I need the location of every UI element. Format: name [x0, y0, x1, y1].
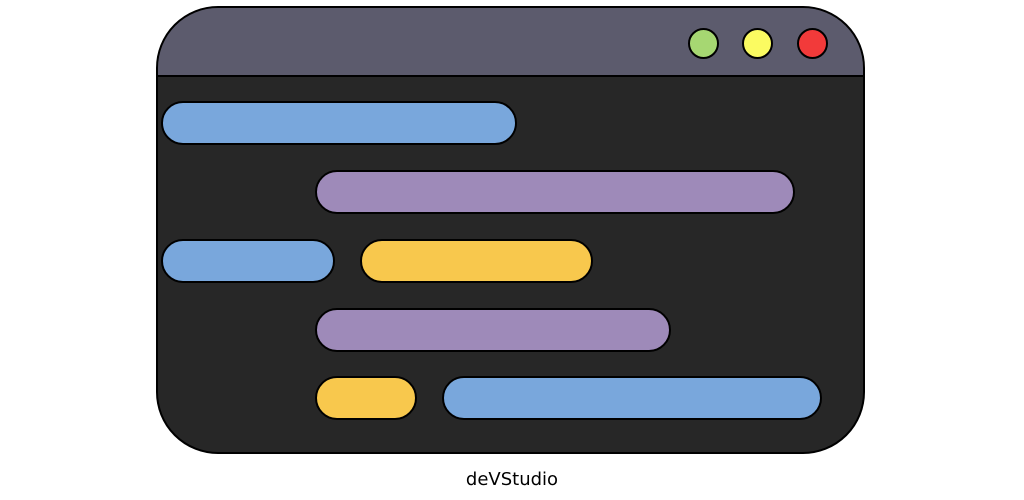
close-button[interactable]: [797, 28, 828, 59]
code-line-3-token-2: [360, 239, 593, 283]
code-line-4-token-1: [315, 308, 671, 352]
code-line-5-token-1: [315, 376, 417, 420]
code-line-5-token-2: [442, 376, 822, 420]
code-line-1-token-1: [161, 101, 517, 145]
code-line-2-token-1: [315, 170, 795, 214]
app-caption: deVStudio: [465, 469, 559, 490]
app-window: [156, 6, 865, 454]
maximize-button[interactable]: [742, 28, 773, 59]
code-line-3-token-1: [161, 239, 335, 283]
title-bar: [158, 8, 863, 77]
minimize-button[interactable]: [688, 28, 719, 59]
